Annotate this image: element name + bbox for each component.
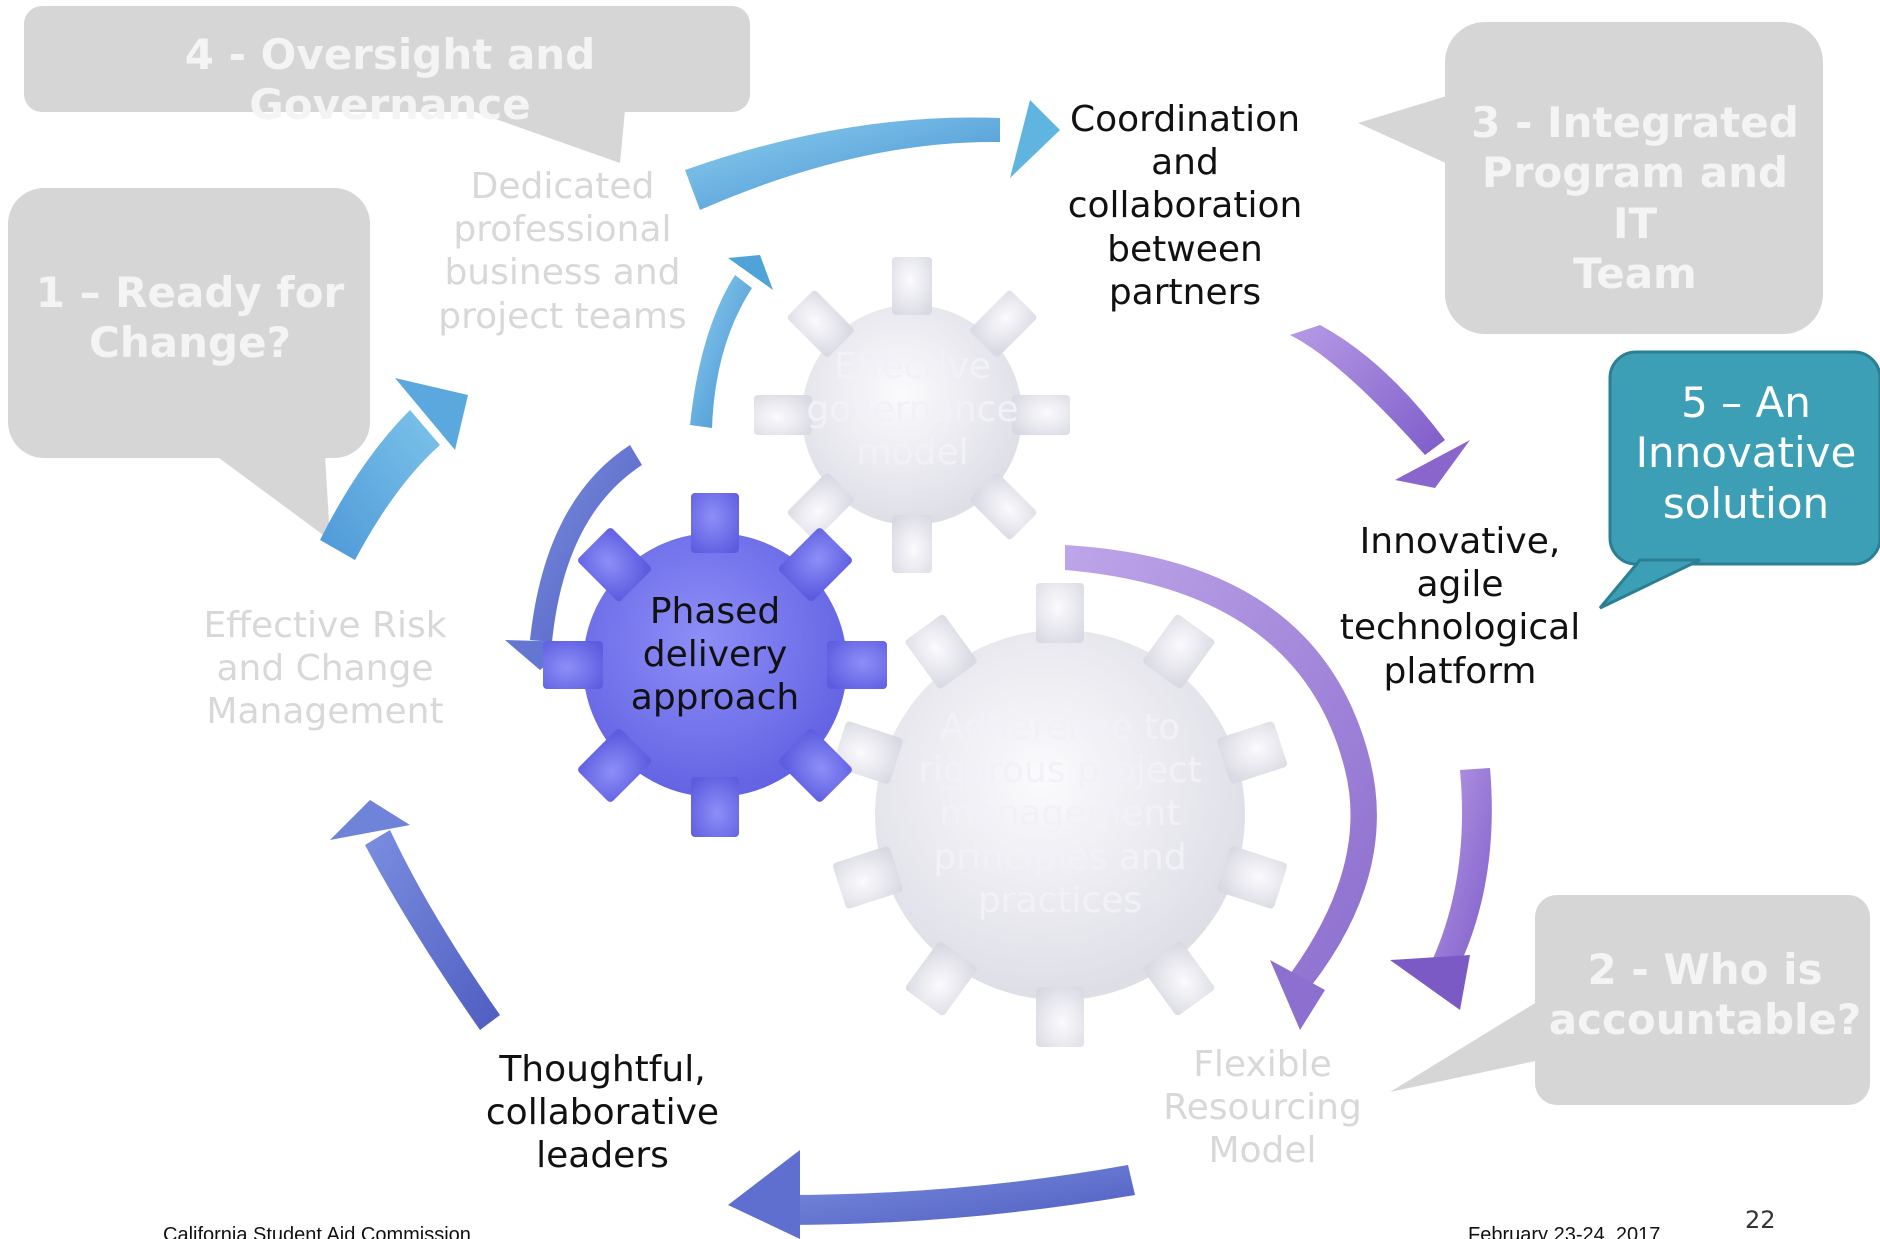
callout-accountable: 2 - Who is accountable? [1548, 945, 1862, 1045]
label-flexible: Flexible Resourcing Model [1163, 1044, 1362, 1172]
label-innovative-platform: Innovative, agile technological platform [1339, 521, 1581, 692]
callout-ready: 1 – Ready for Change? [35, 268, 345, 368]
callout-oversight: 4 - Oversight and Governance [184, 30, 596, 130]
gear-governance-label: Effective governance model [806, 346, 1019, 474]
gear-phased-label: Phased delivery approach [630, 591, 800, 719]
callout-accountable-bubble [1390, 895, 1870, 1105]
gear-governance [754, 257, 1070, 573]
callout-innovative: 5 – An Innovative solution [1635, 378, 1857, 528]
gear-adherence-label: Adherence to rigorous project management… [918, 707, 1202, 921]
arrow-to-innovative [1290, 325, 1470, 488]
page-number: 22 [1745, 1206, 1776, 1234]
callout-ready-bubble [8, 188, 370, 540]
label-risk: Effective Risk and Change Management [203, 605, 447, 733]
callout-oversight-bubble [24, 6, 750, 163]
callout-innovative-bubble [1598, 350, 1880, 610]
gear-phased [543, 493, 887, 837]
label-coordination: Coordination and collaboration between p… [1067, 99, 1303, 313]
arrow-to-flexible [1390, 768, 1492, 1010]
footer-organization: California Student Aid Commission [163, 1224, 471, 1239]
footer-date: February 23-24, 2017 [1468, 1224, 1661, 1239]
callout-integrated: 3 - Integrated Program and IT Team [1471, 98, 1799, 299]
arrow-to-coordination [685, 100, 1060, 210]
gear-adherence [832, 583, 1288, 1047]
arrow-inner-blue [690, 255, 773, 428]
arrow-to-risk [330, 800, 500, 1030]
callout-integrated-bubble [1358, 22, 1823, 334]
label-thoughtful: Thoughtful, collaborative leaders [485, 1049, 720, 1177]
arrow-to-thoughtful [728, 1150, 1135, 1239]
label-dedicated: Dedicated professional business and proj… [438, 166, 687, 337]
arrow-to-dedicated [320, 378, 468, 560]
arrow-inner-purple [1065, 545, 1377, 1030]
